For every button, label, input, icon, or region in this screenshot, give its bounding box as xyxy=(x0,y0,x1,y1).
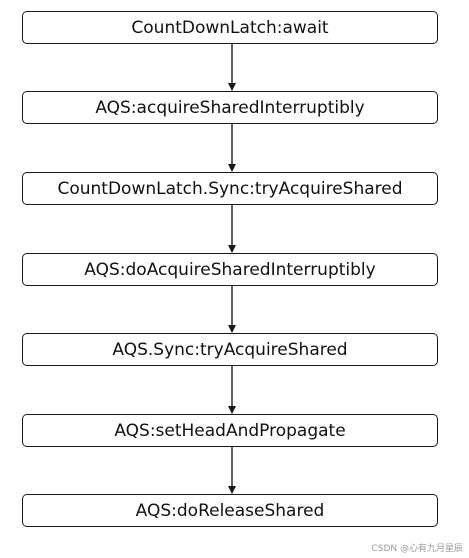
flow-node-aqs-set-head-and-propagate: AQS:setHeadAndPropagate xyxy=(22,414,438,447)
flow-node-aqs-sync-try-acquire-shared: AQS.Sync:tryAcquireShared xyxy=(22,333,438,366)
flow-node-aqs-do-release-shared: AQS:doReleaseShared xyxy=(22,494,438,527)
watermark: CSDN @心有九月星辰 xyxy=(371,544,463,554)
flow-node-sync-try-acquire-shared: CountDownLatch.Sync:tryAcquireShared xyxy=(22,172,438,205)
flow-node-countdownlatch-await: CountDownLatch:await xyxy=(22,11,438,44)
flow-node-aqs-do-acquire-shared-interruptibly: AQS:doAcquireSharedInterruptibly xyxy=(22,253,438,286)
flow-node-aqs-acquire-shared-interruptibly: AQS:acquireSharedInterruptibly xyxy=(22,91,438,124)
